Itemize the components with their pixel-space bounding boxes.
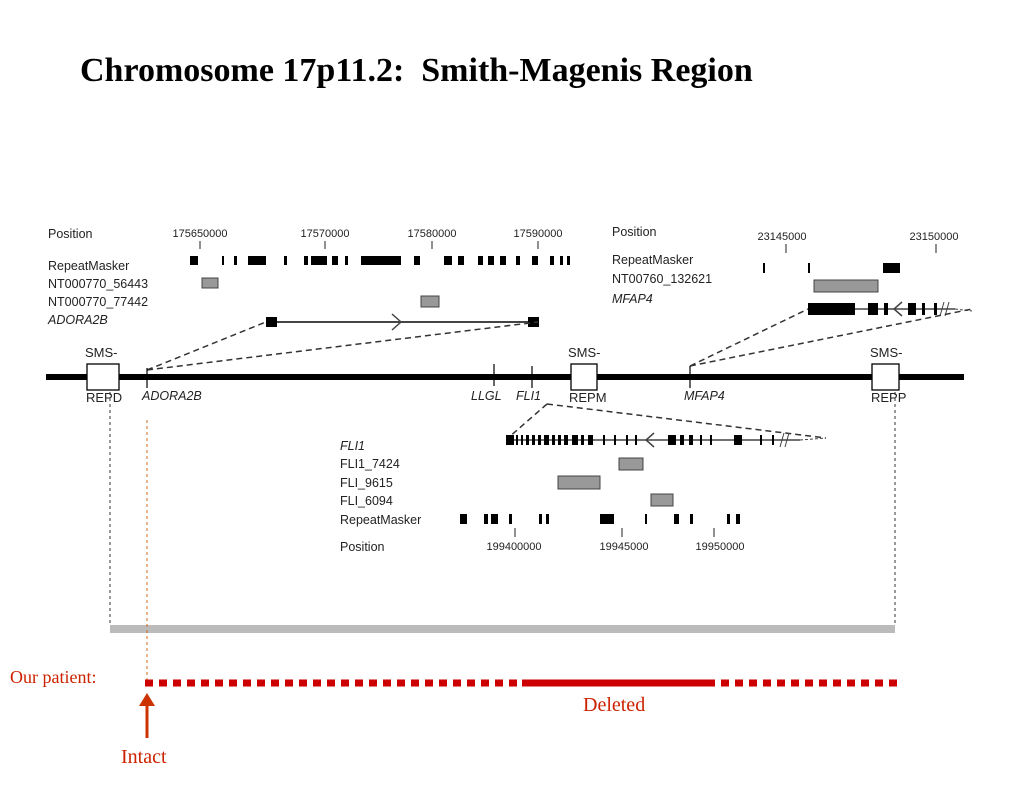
fli1-track-label: FLI1 (340, 439, 365, 453)
deleted-label: Deleted (583, 694, 645, 716)
adora2b-gene-label: ADORA2B (141, 389, 202, 403)
sms-repd-box (86, 363, 120, 391)
breakpoint-arrow-icon (139, 693, 155, 738)
clone-track-label-6094: FLI_6094 (340, 494, 393, 508)
mfap4-detail-panel: Position RepeatMasker NT00760_132621 MFA… (612, 225, 973, 317)
position-tick-label: 19945000 (600, 541, 649, 553)
position-track-label: Position (340, 540, 385, 554)
repeatmasker-blocks (460, 514, 740, 524)
sms-repm-box (570, 363, 598, 391)
fli1-gene-model (506, 432, 827, 448)
sms-region-bar (110, 625, 895, 633)
position-tick-label: 23150000 (910, 231, 959, 243)
position-tick-label: 199400000 (486, 541, 541, 553)
position-tick-label: 19950000 (696, 541, 745, 553)
adora2b-track-label: ADORA2B (47, 313, 108, 327)
chromosome-17p11-2: SMS- REPD SMS- REPM SMS- REPP ADORA2B LL… (46, 345, 964, 405)
clone-track-label-77442: NT000770_77442 (48, 295, 148, 309)
position-tick-label: 17580000 (408, 228, 457, 240)
sms-region-span (109, 392, 896, 633)
clone-box (618, 457, 644, 471)
page-title: Chromosome 17p11.2: Smith-Magenis Region (80, 52, 753, 89)
position-tick-label: 23145000 (758, 231, 807, 243)
fli1-detail-panel: FLI1 FLI1_7424 FLI_9615 FLI_6094 RepeatM… (340, 432, 827, 554)
adora2b-gene-model (266, 313, 539, 331)
clone-track-label-7424: FLI1_7424 (340, 457, 400, 471)
repd-label: REPD (86, 390, 122, 405)
clone-track-label-9615: FLI_9615 (340, 476, 393, 490)
clone-box (650, 493, 674, 507)
llgl-gene-label: LLGL (471, 389, 502, 403)
fli1-gene-label: FLI1 (516, 389, 541, 403)
position-track-label: Position (612, 225, 657, 239)
position-tick-label: 175650000 (172, 228, 227, 240)
adora2b-detail-panel: Position RepeatMasker NT000770_56443 NT0… (47, 227, 570, 331)
repeatmasker-blocks (763, 263, 900, 273)
clone-box (813, 279, 879, 293)
mfap4-track-label: MFAP4 (612, 292, 653, 306)
repm-label: REPM (569, 390, 607, 405)
clone-box (420, 295, 440, 308)
position-tick-label: 17590000 (514, 228, 563, 240)
clone-track-label-56443: NT000770_56443 (48, 277, 148, 291)
sms-repd-prefix: SMS- (85, 345, 118, 360)
clone-track-label-132621: NT00760_132621 (612, 272, 712, 286)
sms-repm-prefix: SMS- (568, 345, 601, 360)
repp-label: REPP (871, 390, 906, 405)
sms-repp-prefix: SMS- (870, 345, 903, 360)
position-tick-label: 17570000 (301, 228, 350, 240)
clone-box (557, 475, 601, 490)
zoom-connectors (146, 308, 973, 439)
sms-repp-box (871, 363, 900, 391)
repeatmasker-track-label: RepeatMasker (340, 513, 421, 527)
repeatmasker-track-label: RepeatMasker (48, 259, 129, 273)
mfap4-gene-label: MFAP4 (684, 389, 725, 403)
position-track-label: Position (48, 227, 93, 241)
clone-box (201, 277, 219, 289)
repeatmasker-track-label: RepeatMasker (612, 253, 693, 267)
mfap4-gene-model (808, 301, 973, 317)
patient-deletion-map: Our patient: Deleted Intact (10, 420, 897, 768)
repeatmasker-blocks (190, 256, 570, 265)
patient-label: Our patient: (10, 667, 96, 687)
intact-label: Intact (121, 746, 167, 768)
